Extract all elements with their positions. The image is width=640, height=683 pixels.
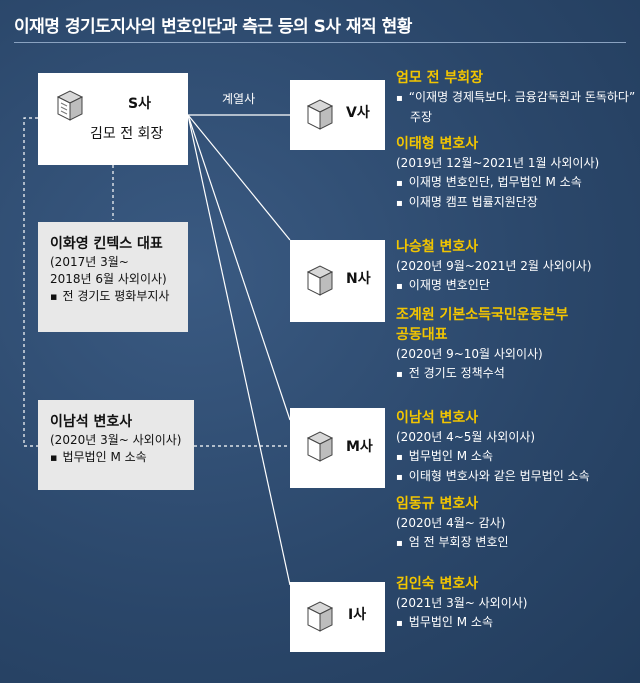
person-note: 전 경기도 평화부지사	[50, 288, 178, 305]
person-term: (2020년 3월~ 사외이사)	[50, 433, 182, 447]
person-info-kim-insuk: 김인숙 변호사 (2021년 3월~ 사외이사) 법무법인 M 소속	[396, 574, 636, 633]
subsidiary-name: I사	[348, 607, 367, 623]
line-s-to-m	[187, 114, 291, 421]
person-note: 이태형 변호사와 같은 법무법인 소속	[396, 467, 636, 487]
subsidiary-name: N사	[346, 271, 371, 287]
parent-company-chair: 김모 전 회장	[90, 126, 164, 142]
person-note: 법무법인 M 소속	[396, 613, 636, 633]
person-name: 임동규 변호사	[396, 496, 479, 512]
person-name-cont: 공동대표	[396, 327, 448, 343]
person-term: (2020년 4월~ 감사)	[396, 516, 506, 530]
subsidiary-box-v: V사	[290, 80, 385, 150]
person-note: 이재명 캠프 법률지원단장	[396, 193, 636, 213]
person-note: 법무법인 M 소속	[50, 449, 184, 466]
person-term: (2021년 3월~ 사외이사)	[396, 596, 528, 610]
building-icon	[306, 601, 334, 632]
person-name: 이화영 킨텍스 대표	[50, 236, 163, 252]
person-term: (2017년 3월~	[50, 255, 129, 269]
person-name: 이태형 변호사	[396, 136, 479, 152]
parent-company-name: S사	[128, 96, 151, 112]
title-divider	[14, 42, 626, 43]
person-box-lee-namseok: 이남석 변호사 (2020년 3월~ 사외이사) 법무법인 M 소속	[38, 400, 194, 490]
affiliate-label: 계열사	[222, 92, 256, 106]
person-info-lim-donggyu: 임동규 변호사 (2020년 4월~ 감사) 엄 전 부회장 변호인	[396, 494, 636, 553]
subsidiary-box-n: N사	[290, 240, 385, 322]
person-term: (2020년 9월~2021년 2월 사외이사)	[396, 259, 592, 273]
person-info-lee-namseok: 이남석 변호사 (2020년 4~5월 사외이사) 법무법인 M 소속 이태형 …	[396, 408, 636, 487]
person-name: 조계원 기본소득국민운동본부	[396, 307, 569, 323]
person-name: 이남석 변호사	[396, 410, 479, 426]
person-term: (2020년 4~5월 사외이사)	[396, 430, 536, 444]
person-name: 엄모 전 부회장	[396, 70, 484, 86]
building-icon	[56, 90, 84, 121]
person-quote: “이재명 경제특보다. 금융감독원과 돈독하다” 주장	[396, 88, 636, 127]
person-box-lee-hwayoung: 이화영 킨텍스 대표 (2017년 3월~ 2018년 6월 사외이사) 전 경…	[38, 222, 188, 332]
person-name: 이남석 변호사	[50, 414, 133, 430]
building-icon	[306, 99, 334, 130]
person-info-cho-gyewon: 조계원 기본소득국민운동본부 공동대표 (2020년 9~10월 사외이사) 전…	[396, 305, 636, 384]
subsidiary-name: V사	[346, 105, 370, 121]
person-info-lee-taehyung: 이태형 변호사 (2019년 12월~2021년 1월 사외이사) 이재명 변호…	[396, 134, 636, 213]
dash-s-to-leenamseok	[23, 117, 38, 447]
parent-company-box: S사 김모 전 회장	[38, 73, 188, 165]
person-note: 전 경기도 정책수석	[396, 364, 636, 384]
person-term: (2020년 9~10월 사외이사)	[396, 347, 543, 361]
subsidiary-box-i: I사	[290, 582, 385, 652]
person-info-eom: 엄모 전 부회장 “이재명 경제특보다. 금융감독원과 돈독하다” 주장	[396, 68, 636, 127]
building-icon	[306, 265, 334, 296]
person-name: 나승철 변호사	[396, 239, 479, 255]
person-info-na-seungcheol: 나승철 변호사 (2020년 9월~2021년 2월 사외이사) 이재명 변호인…	[396, 237, 636, 296]
person-note: 이재명 변호인단, 법무법인 M 소속	[396, 173, 636, 193]
subsidiary-name: M사	[346, 439, 373, 455]
line-s-to-i	[187, 114, 291, 586]
person-term: 2018년 6월 사외이사)	[50, 272, 167, 286]
line-s-to-n	[187, 114, 291, 241]
person-name: 김인숙 변호사	[396, 576, 479, 592]
person-note: 법무법인 M 소속	[396, 447, 636, 467]
subsidiary-box-m: M사	[290, 408, 385, 488]
person-term: (2019년 12월~2021년 1월 사외이사)	[396, 156, 600, 170]
person-note: 이재명 변호인단	[396, 276, 636, 296]
person-note: 엄 전 부회장 변호인	[396, 533, 636, 553]
diagram-title: 이재명 경기도지사의 변호인단과 측근 등의 S사 재직 현황	[14, 17, 412, 37]
building-icon	[306, 431, 334, 462]
